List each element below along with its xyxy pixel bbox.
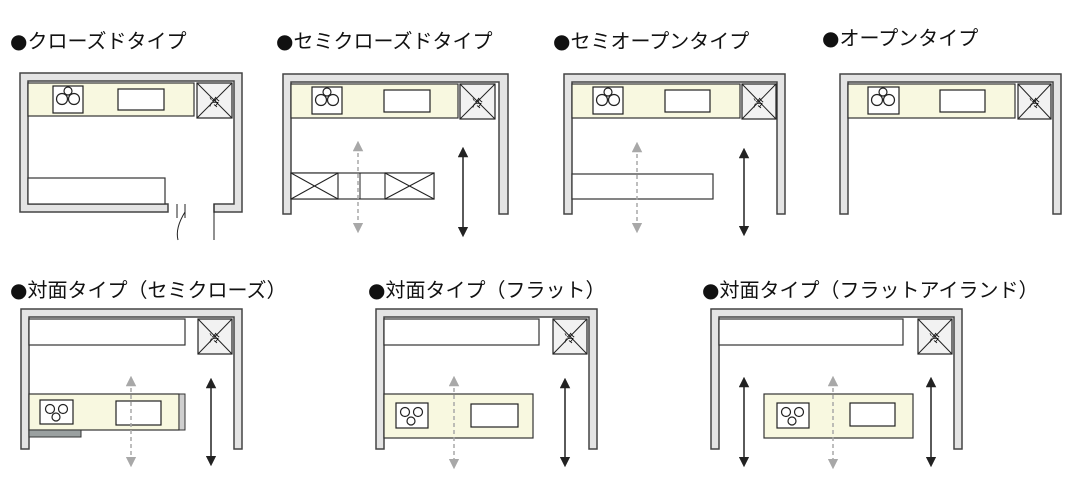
sink-icon (470, 403, 519, 428)
closed-wall (19, 72, 243, 213)
svg-text:冷: 冷 (1029, 97, 1040, 110)
label-facing-flat-type: ●対面タイプ（フラット） (368, 278, 605, 302)
back-counter (383, 318, 540, 346)
svg-text:冷: 冷 (929, 332, 940, 345)
refrigerator-icon: 冷 (552, 318, 588, 355)
svg-text:冷: 冷 (472, 97, 483, 110)
door-icon (176, 204, 215, 241)
semi-closed-kitchen-plan: 冷 (282, 73, 509, 238)
back-counter (27, 177, 166, 205)
svg-text:冷: 冷 (209, 332, 220, 345)
refrigerator-icon: 冷 (741, 83, 777, 120)
label-semi-open-type: ●セミオープンタイプ (553, 29, 749, 53)
sink-icon (117, 88, 165, 111)
refrigerator-icon: 冷 (917, 318, 953, 355)
back-counter (718, 318, 904, 346)
label-open-type: ●オープンタイプ (822, 26, 978, 50)
sink-icon (115, 400, 162, 426)
semi-open-wall (563, 73, 786, 215)
label-semi-closed-type: ●セミクローズドタイプ (276, 29, 492, 53)
back-counter (28, 318, 186, 346)
sink-icon (939, 89, 986, 113)
label-facing-semi-closed-type: ●対面タイプ（セミクローズ） (10, 278, 286, 302)
svg-text:冷: 冷 (564, 332, 575, 345)
refrigerator-icon: 冷 (459, 83, 496, 120)
sink-icon (849, 402, 896, 427)
svg-text:冷: 冷 (753, 97, 764, 110)
sink-icon (383, 89, 431, 113)
label-closed-type: ●クローズドタイプ (10, 29, 186, 53)
sink-icon (664, 89, 711, 113)
facing-flat-wall (375, 308, 598, 450)
facing-semi-closed-wall (20, 308, 243, 450)
label-facing-flat-island-type: ●対面タイプ（フラットアイランド） (702, 278, 1038, 302)
refrigerator-icon: 冷 (197, 318, 233, 355)
closed-kitchen-plan: 冷 (19, 72, 243, 241)
refrigerator-icon: 冷 (1017, 83, 1052, 120)
open-wall (839, 73, 1062, 215)
svg-text:冷: 冷 (209, 96, 220, 109)
low-counter (571, 173, 714, 200)
facing-flat-island-kitchen-plan: 冷 (710, 308, 963, 470)
refrigerator-icon: 冷 (196, 82, 233, 119)
open-kitchen-plan: 冷 (839, 73, 1062, 215)
facing-flat-island-wall (710, 308, 963, 450)
facing-semi-closed-kitchen-plan: 冷 (20, 308, 243, 468)
semi-closed-wall (282, 73, 509, 215)
facing-flat-kitchen-plan: 冷 (375, 308, 598, 470)
semi-open-kitchen-plan: 冷 (563, 73, 786, 237)
